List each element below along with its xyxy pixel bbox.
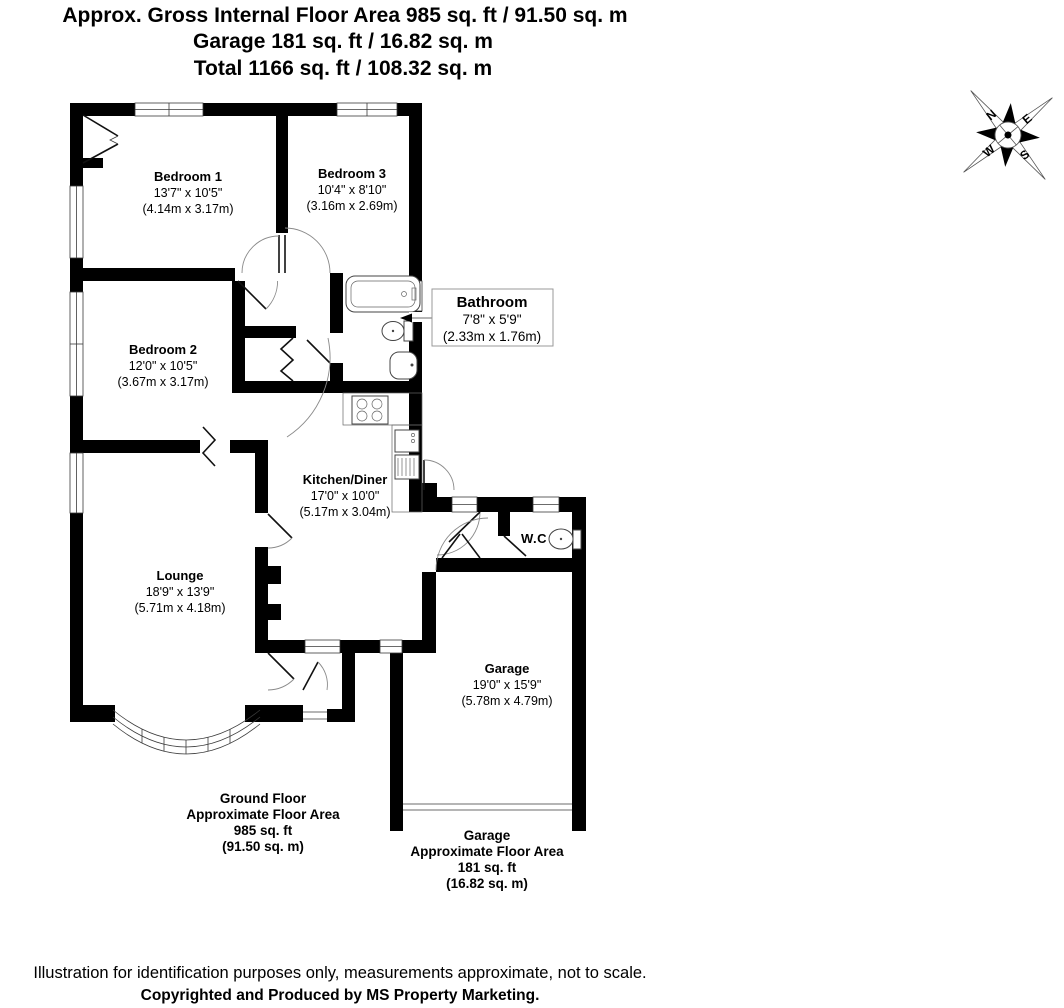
room-label-bedroom2: Bedroom 2 12'0" x 10'5" (3.67m x 3.17m): [117, 342, 208, 389]
garage-personnel-door: [441, 533, 481, 559]
callout-arrow: [400, 313, 412, 323]
lounge-door: [267, 513, 293, 549]
ground-floor-area-label: Ground Floor Approximate Floor Area 985 …: [186, 791, 340, 854]
room-label-bedroom1: Bedroom 1 13'7" x 10'5" (4.14m x 3.17m): [142, 169, 233, 216]
bathroom-metric: (2.33m x 1.76m): [443, 329, 541, 344]
garage-area-line4: (16.82 sq. m): [446, 876, 528, 891]
bedroom3-metric: (3.16m x 2.69m): [306, 199, 397, 213]
ground-floor-line4: (91.50 sq. m): [222, 839, 304, 854]
garage-imperial: 19'0" x 15'9": [473, 678, 542, 692]
bathroom-door: [286, 337, 331, 438]
wc-label: W.C: [521, 531, 547, 546]
room-label-garage: Garage 19'0" x 15'9" (5.78m x 4.79m): [461, 661, 552, 708]
bedroom2-metric: (3.67m x 3.17m): [117, 375, 208, 389]
window-lobby-top-1: [451, 496, 478, 513]
garage-area-line3: 181 sq. ft: [458, 860, 517, 875]
window-lounge-left: [69, 452, 84, 514]
lounge-metric: (5.71m x 4.18m): [134, 601, 225, 615]
window-bedroom3-top: [336, 102, 398, 117]
kitchen-sink-icon: [391, 424, 423, 513]
hall-double-doors: [241, 227, 331, 274]
doors: [82, 114, 527, 691]
garage-name: Garage: [485, 661, 530, 676]
kitchen-metric: (5.17m x 3.04m): [299, 505, 390, 519]
bedroom1-metric: (4.14m x 3.17m): [142, 202, 233, 216]
title-line-2: Garage 181 sq. ft / 16.82 sq. m: [193, 30, 493, 53]
garage-metric: (5.78m x 4.79m): [461, 694, 552, 708]
bedroom1-name: Bedroom 1: [154, 169, 222, 184]
window-bedroom1-top: [134, 102, 204, 117]
kitchen-imperial: 17'0" x 10'0": [311, 489, 380, 503]
room-label-bedroom3: Bedroom 3 10'4" x 8'10" (3.16m x 2.69m): [306, 166, 397, 213]
window-wc-top: [532, 496, 560, 513]
bathroom-callout: Bathroom 7'8" x 5'9" (2.33m x 1.76m): [400, 288, 554, 347]
bathroom-imperial: 7'8" x 5'9": [462, 312, 521, 327]
toilet-icon: [381, 320, 414, 342]
bathtub-icon: [345, 275, 421, 313]
copyright-text: Copyrighted and Produced by MS Property …: [141, 987, 540, 1004]
title-block: Approx. Gross Internal Floor Area 985 sq…: [62, 4, 627, 80]
bedroom2-door: [237, 280, 279, 310]
window-rear-hall-bottom: [379, 639, 403, 654]
basin-icon: [389, 351, 418, 380]
window-bedroom2-left: [69, 291, 84, 397]
window-kitchen-bottom: [304, 639, 341, 654]
compass-rose-icon: N E S W: [963, 90, 1053, 180]
kitchen-rear-door: [423, 459, 489, 571]
entrance-door: [82, 114, 119, 164]
lounge-lobby-door: [267, 652, 295, 691]
wc-door: [503, 535, 527, 557]
title-line-1: Approx. Gross Internal Floor Area 985 sq…: [62, 4, 627, 27]
ground-floor-line2: Approximate Floor Area: [186, 807, 340, 822]
kitchen-name: Kitchen/Diner: [303, 472, 388, 487]
bathroom-name: Bathroom: [457, 294, 528, 311]
hob-icon: [342, 392, 423, 426]
garage-area-line1: Garage: [464, 828, 511, 843]
footer: Illustration for identification purposes…: [33, 964, 646, 1004]
ground-floor-line3: 985 sq. ft: [234, 823, 293, 838]
wc-toilet-icon: [548, 528, 582, 550]
room-label-kitchen: Kitchen/Diner 17'0" x 10'0" (5.17m x 3.0…: [299, 472, 390, 519]
bedroom3-imperial: 10'4" x 8'10": [318, 183, 387, 197]
windows: [69, 102, 560, 720]
title-line-3: Total 1166 sq. ft / 108.32 sq. m: [194, 57, 492, 80]
cupboard-bifold-door: [279, 337, 295, 382]
bedroom2-name: Bedroom 2: [129, 342, 197, 357]
disclaimer-text: Illustration for identification purposes…: [33, 964, 646, 982]
bedroom2-imperial: 12'0" x 10'5": [129, 359, 198, 373]
garage-door: [403, 803, 572, 811]
window-bedroom1-left: [69, 185, 84, 259]
front-door: [302, 661, 328, 691]
bathroom-label-box: [431, 288, 554, 347]
ground-floor-line1: Ground Floor: [220, 791, 307, 806]
bedroom3-name: Bedroom 3: [318, 166, 386, 181]
bedroom1-imperial: 13'7" x 10'5": [154, 186, 223, 200]
window-porch-bottom: [303, 711, 327, 720]
lounge-bifold-door: [201, 426, 217, 467]
bay-window: [112, 709, 261, 755]
room-label-lounge: Lounge 18'9" x 13'9" (5.71m x 4.18m): [134, 568, 225, 615]
lounge-imperial: 18'9" x 13'9": [146, 585, 215, 599]
lounge-name: Lounge: [157, 568, 204, 583]
garage-area-line2: Approximate Floor Area: [410, 844, 564, 859]
garage-area-label: Garage Approximate Floor Area 181 sq. ft…: [410, 828, 564, 891]
